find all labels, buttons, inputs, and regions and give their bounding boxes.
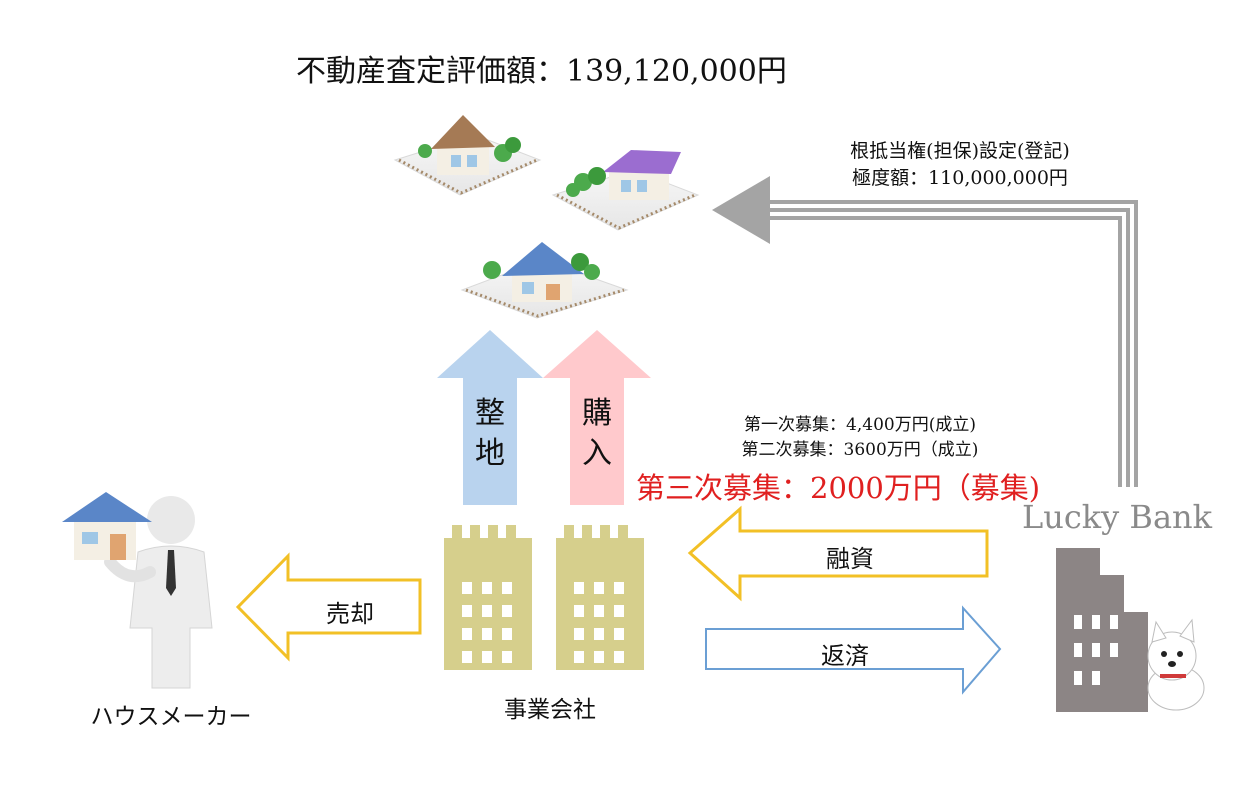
repayment-label: 返済 (821, 642, 869, 670)
dog-icon (1147, 618, 1205, 711)
purchase-arrow (543, 330, 651, 505)
bank-building-icon (1056, 548, 1148, 712)
company-label: 事業会社 (504, 697, 596, 723)
funding-round-3: 第三次募集：2000万円（募集) (636, 471, 1041, 505)
lucky-bank-logo: Lucky Bank (1022, 498, 1213, 536)
grading-label: 整地 (475, 396, 505, 471)
mortgage-arrow (712, 176, 1138, 487)
purchase-label: 購入 (582, 396, 612, 471)
funding-round-2: 第二次募集：3600万円（成立) (741, 440, 979, 460)
funding-round-1: 第一次募集：4,400万円(成立) (744, 415, 976, 435)
financing-label: 融資 (826, 545, 874, 573)
funding-rounds: 第一次募集：4,400万円(成立) 第二次募集：3600万円（成立) (660, 413, 1060, 463)
house-icon (551, 150, 700, 231)
house-icon (460, 242, 629, 319)
financing-arrow (687, 505, 989, 602)
mortgage-line-1: 根抵当権(担保)設定(登記) (850, 140, 1070, 162)
mortgage-line-2: 極度額：110,000,000円 (852, 167, 1068, 189)
office-building-icon (444, 525, 532, 670)
sale-label: 売却 (326, 600, 374, 628)
repayment-arrow (705, 605, 1002, 695)
grading-arrow (437, 330, 543, 505)
person-icon (104, 496, 213, 689)
house-icon (393, 115, 542, 196)
valuation-title: 不動産査定評価額：139,120,000円 (296, 54, 787, 89)
office-building-icon (556, 525, 644, 670)
house-icon (62, 492, 152, 560)
house-maker-label: ハウスメーカー (90, 704, 252, 730)
sale-arrow (235, 552, 422, 662)
mortgage-label: 根抵当権(担保)設定(登記) 極度額：110,000,000円 (780, 138, 1140, 192)
